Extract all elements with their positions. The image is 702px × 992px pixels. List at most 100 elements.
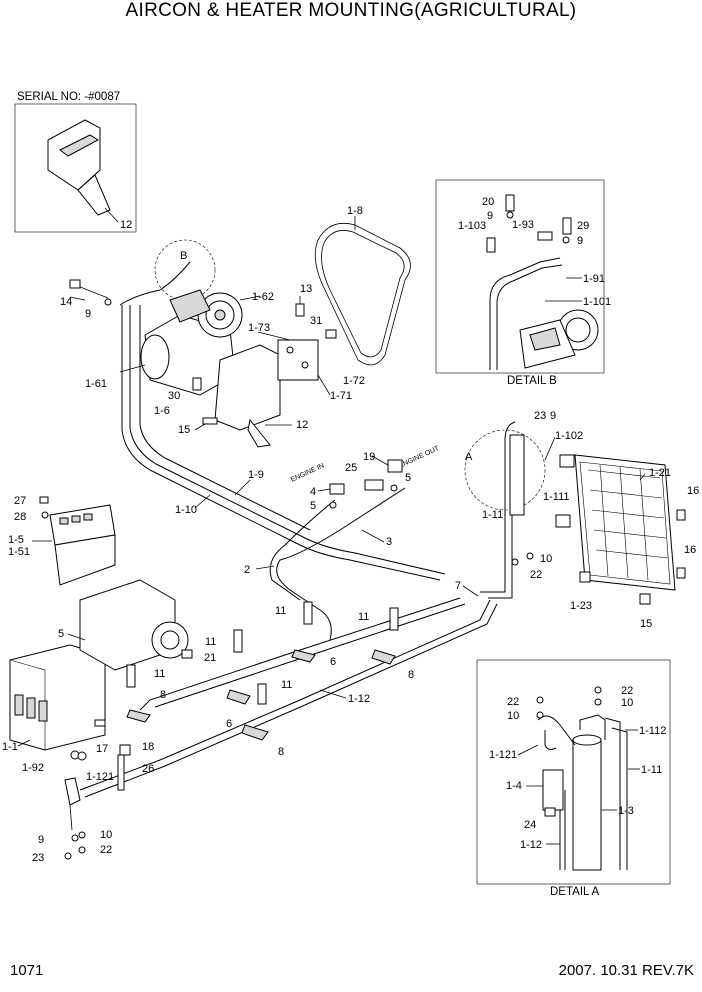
part-label: 9 xyxy=(550,410,556,422)
condenser-assembly: A 23 9 1-102 1-21 16 16 1-111 1-11 10 22… xyxy=(464,410,699,630)
belt-assembly: 1-8 xyxy=(314,205,411,366)
part-label: 9 xyxy=(577,235,583,247)
part-label: 30 xyxy=(168,390,180,402)
part-label: 19 xyxy=(363,451,375,463)
part-label: 29 xyxy=(577,220,589,232)
part-label: 5 xyxy=(310,500,316,512)
part-label: 25 xyxy=(345,462,357,474)
part-label: 11 xyxy=(358,611,369,623)
part-label: 24 xyxy=(524,819,536,831)
part-label: 1-91 xyxy=(583,273,605,285)
part-label: 1-62 xyxy=(252,291,274,303)
part-label: 23 xyxy=(32,852,44,864)
part-label: 26 xyxy=(142,763,154,775)
part-label: 1-101 xyxy=(583,296,611,308)
part-label: 22 xyxy=(621,685,633,697)
part-label: 14 xyxy=(60,296,72,308)
part-label: 8 xyxy=(408,669,414,681)
part-label: 7 xyxy=(455,580,461,592)
part-label: 10 xyxy=(507,710,519,722)
part-label: 1-10 xyxy=(175,504,197,516)
serial-caption: SERIAL NO: -#0087 xyxy=(17,91,120,103)
part-label: 31 xyxy=(310,315,322,327)
part-label: 5 xyxy=(405,472,411,484)
part-label: 1-71 xyxy=(330,390,352,402)
part-label: 1-8 xyxy=(347,205,363,217)
revision-date: 2007. 10.31 REV.7K xyxy=(558,962,694,979)
control-panel: 27 28 1-5 1-51 xyxy=(8,495,116,586)
part-label: 17 xyxy=(96,743,108,755)
part-label: 1-103 xyxy=(458,220,486,232)
part-label: 8 xyxy=(278,746,284,758)
heater-unit: 5 1-1 18 26 17 1-92 1-121 9 10 23 22 xyxy=(2,579,189,864)
view-b-label: B xyxy=(180,250,187,262)
part-label: 11 xyxy=(275,605,286,617)
part-label: 1-1 xyxy=(2,741,18,753)
part-label: 1-112 xyxy=(639,725,666,737)
part-label: 1-73 xyxy=(248,322,270,334)
part-label: 22 xyxy=(100,844,112,856)
part-label: 1-93 xyxy=(512,219,534,231)
part-label: 21 xyxy=(204,652,216,664)
part-label: 15 xyxy=(640,618,652,630)
part-label: 1-3 xyxy=(618,805,634,817)
part-label: 1-12 xyxy=(520,839,542,851)
part-label: 15 xyxy=(178,424,190,436)
part-label: 9 xyxy=(38,834,44,846)
part-label: 9 xyxy=(487,210,493,222)
page-title: AIRCON & HEATER MOUNTING(AGRICULTURAL) xyxy=(125,0,577,21)
engine-fittings: ENGINE IN ENGINE OUT 19 25 4 5 5 xyxy=(290,445,441,512)
part-label: 22 xyxy=(530,569,542,581)
detail-b-caption: DETAIL B xyxy=(507,375,557,387)
part-label: 6 xyxy=(330,656,336,668)
hoses: 1-9 1-10 3 2 7 xyxy=(79,305,516,798)
part-label: 23 xyxy=(534,410,546,422)
part-label: 12 xyxy=(120,219,132,231)
part-label: 1-9 xyxy=(248,469,264,481)
part-label: 11 xyxy=(281,679,292,691)
clamps: 11 11 11 21 11 6 8 8 11 6 1-12 8 xyxy=(126,601,414,758)
part-label: 22 xyxy=(507,696,519,708)
part-label: 1-23 xyxy=(570,600,592,612)
engine-in-caption: ENGINE IN xyxy=(290,462,325,483)
part-label: 9 xyxy=(85,308,91,320)
part-label: 8 xyxy=(160,689,166,701)
part-label: 1-121 xyxy=(489,749,517,761)
part-label: 10 xyxy=(100,829,112,841)
part-label: 2 xyxy=(244,564,250,576)
part-label: 10 xyxy=(540,553,552,565)
part-label: 4 xyxy=(310,486,316,498)
part-label: 1-5 xyxy=(8,534,24,546)
part-label: 18 xyxy=(142,741,154,753)
part-label: 1-121 xyxy=(86,771,114,783)
view-a-label: A xyxy=(465,451,473,463)
part-label: 1-6 xyxy=(154,405,170,417)
part-label: 1-11 xyxy=(482,509,503,521)
part-label: 27 xyxy=(14,495,26,507)
engine-out-caption: ENGINE OUT xyxy=(398,445,441,470)
part-label: 16 xyxy=(684,544,696,556)
part-label: 11 xyxy=(205,636,216,648)
part-label: 20 xyxy=(482,196,494,208)
part-label: 6 xyxy=(226,718,232,730)
part-label: 1-92 xyxy=(22,762,44,774)
part-label: 10 xyxy=(621,697,633,709)
part-label: 1-21 xyxy=(649,467,671,479)
part-label: 28 xyxy=(14,511,26,523)
serial-inset: SERIAL NO: -#0087 12 xyxy=(14,91,137,233)
part-label: 12 xyxy=(296,419,308,431)
compressor-assembly: B 1-62 1-61 1-6 14 9 1-73 13 31 1-72 1-7… xyxy=(60,239,365,448)
part-label: 1-61 xyxy=(85,378,107,390)
part-label: 1-4 xyxy=(506,780,522,792)
part-label: 1-11 xyxy=(641,764,662,776)
detail-a-box: DETAIL A 22 10 22 10 1-112 1-121 1-11 1-… xyxy=(476,659,671,898)
page-number: 1071 xyxy=(10,962,44,979)
part-label: 1-51 xyxy=(8,546,30,558)
part-label: 1-111 xyxy=(543,491,570,503)
part-label: 5 xyxy=(58,628,64,640)
part-label: 11 xyxy=(154,668,165,680)
part-label: 13 xyxy=(300,283,312,295)
part-label: 1-12 xyxy=(348,693,370,705)
